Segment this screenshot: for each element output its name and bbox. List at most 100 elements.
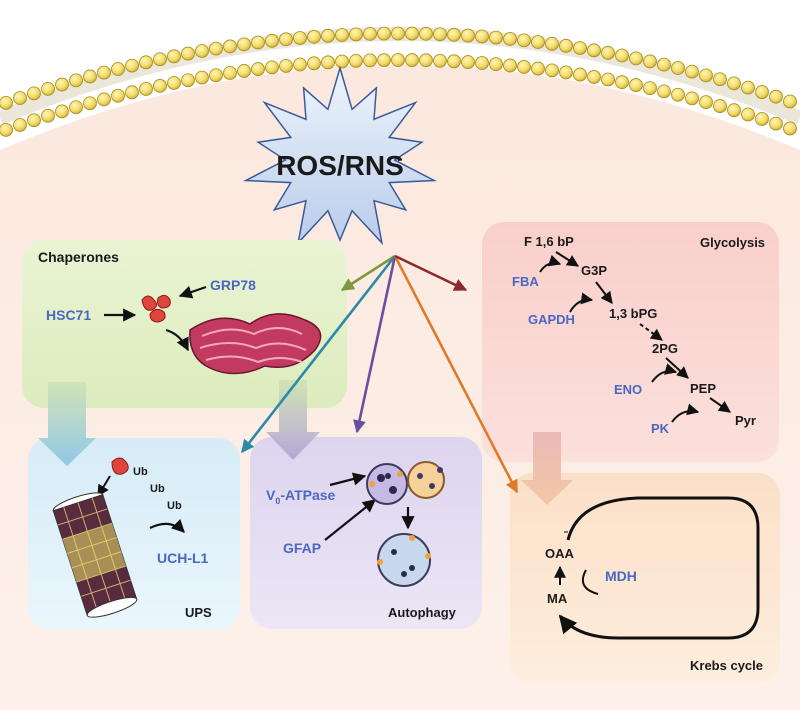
lipid-head — [587, 70, 601, 84]
lipid-head — [741, 80, 755, 95]
lipid-head — [27, 86, 41, 101]
arrow-to-glycolysis — [394, 254, 468, 292]
lipid-head — [699, 68, 713, 83]
lipid-head — [167, 76, 181, 90]
arrow-to-chaperones — [340, 254, 396, 292]
lipid-head — [755, 112, 769, 126]
ub-label-1: Ub — [133, 466, 148, 478]
chaperones-panel: Chaperones HSC71 GRP78 — [22, 240, 347, 408]
lipid-head — [587, 43, 601, 58]
lipid-head — [503, 58, 517, 73]
lipid-head — [419, 26, 433, 41]
lipid-head — [181, 73, 195, 88]
enzyme-pk: PK — [651, 421, 670, 436]
lipid-head — [111, 88, 125, 103]
lipid-head — [335, 28, 349, 42]
lipid-head — [629, 51, 643, 66]
lipid-head — [335, 54, 349, 69]
lipid-head — [433, 53, 447, 68]
lipid-head — [699, 95, 713, 110]
lipid-head — [83, 69, 97, 84]
glycolysis-title: Glycolysis — [700, 235, 765, 250]
lipid-head — [139, 82, 153, 96]
lipid-head — [559, 65, 573, 80]
proteasome-icon — [52, 492, 138, 618]
metabolite-f16bp: F 1,6 bP — [524, 234, 574, 249]
lipid-head — [125, 58, 139, 73]
ub-label-3: Ub — [167, 500, 182, 512]
lipid-head — [503, 32, 517, 46]
metabolite-g3p: G3P — [581, 263, 607, 278]
lipid-head — [615, 75, 629, 90]
lipid-head — [307, 29, 321, 44]
lipid-head — [657, 57, 671, 72]
lipid-head — [293, 31, 307, 45]
lipid-head — [209, 68, 223, 83]
lipid-head — [615, 48, 629, 63]
autophagosome-icon — [366, 463, 408, 505]
krebs-cycle-panel: Krebs cycle OAA MA MDH — [510, 473, 780, 683]
lipid-head — [573, 67, 587, 82]
lipid-head — [783, 94, 797, 109]
lipid-head — [69, 100, 83, 115]
lipid-head — [195, 70, 209, 85]
autophagy-title: Autophagy — [388, 605, 457, 620]
lipid-head — [671, 87, 685, 102]
lipid-head — [195, 44, 209, 58]
lipid-head — [223, 66, 237, 80]
lipid-head — [377, 53, 391, 68]
lipid-head — [573, 41, 587, 55]
lipid-head — [489, 57, 503, 72]
grp78-label: GRP78 — [210, 277, 256, 293]
lipid-head — [671, 61, 685, 75]
lipid-head — [713, 99, 727, 113]
lipid-head — [391, 26, 405, 41]
glycolysis-to-krebs-arrow — [521, 432, 573, 505]
krebs-oaa: OAA — [545, 546, 575, 561]
ros-effect-arrows — [240, 254, 519, 494]
chaperones-to-ups-arrow — [38, 382, 96, 466]
lipid-head — [41, 81, 55, 96]
lipid-head — [0, 122, 13, 137]
lipid-head — [307, 56, 321, 71]
lipid-head — [181, 46, 195, 61]
lipid-head — [349, 27, 363, 42]
lipid-head — [475, 29, 489, 44]
lipid-head — [685, 91, 699, 106]
lipid-head — [363, 53, 377, 68]
metabolite-2pg: 2PG — [652, 341, 678, 356]
lipid-head — [27, 113, 41, 128]
lipid-head — [461, 55, 475, 69]
lipid-head — [405, 53, 419, 67]
lipid-head — [489, 30, 503, 45]
uch-l1-label: UCH-L1 — [157, 550, 209, 566]
lipid-head — [377, 26, 391, 41]
lipid-head — [13, 118, 27, 132]
lipid-head — [629, 78, 643, 92]
lipid-head — [517, 33, 531, 48]
lipid-head — [279, 32, 293, 47]
lipid-head — [405, 26, 419, 41]
lipid-head — [559, 38, 573, 53]
lipid-head — [251, 62, 265, 76]
ub-label-2: Ub — [150, 483, 165, 495]
lipid-head — [727, 76, 741, 91]
lipid-head — [13, 91, 27, 105]
lipid-head — [237, 37, 251, 52]
ups-title: UPS — [185, 605, 212, 620]
lipid-head — [209, 41, 223, 56]
glycolysis-panel: Glycolysis F 1,6 bP G3P 1,3 bPG 2PG PEP … — [482, 222, 779, 462]
endoplasmic-reticulum-icon — [189, 313, 322, 375]
autophagy-panel: Autophagy V0-ATPase GFAP — [250, 437, 482, 629]
chaperones-title: Chaperones — [38, 249, 119, 265]
lipid-head — [755, 85, 769, 99]
lipid-head — [531, 61, 545, 76]
lipid-head — [55, 77, 69, 92]
lipid-head — [643, 54, 657, 69]
lipid-head — [265, 33, 279, 48]
lipid-head — [321, 28, 335, 43]
lipid-head — [447, 27, 461, 42]
hsc71-label: HSC71 — [46, 307, 91, 323]
lipid-head — [293, 57, 307, 72]
lipid-head — [349, 53, 363, 68]
